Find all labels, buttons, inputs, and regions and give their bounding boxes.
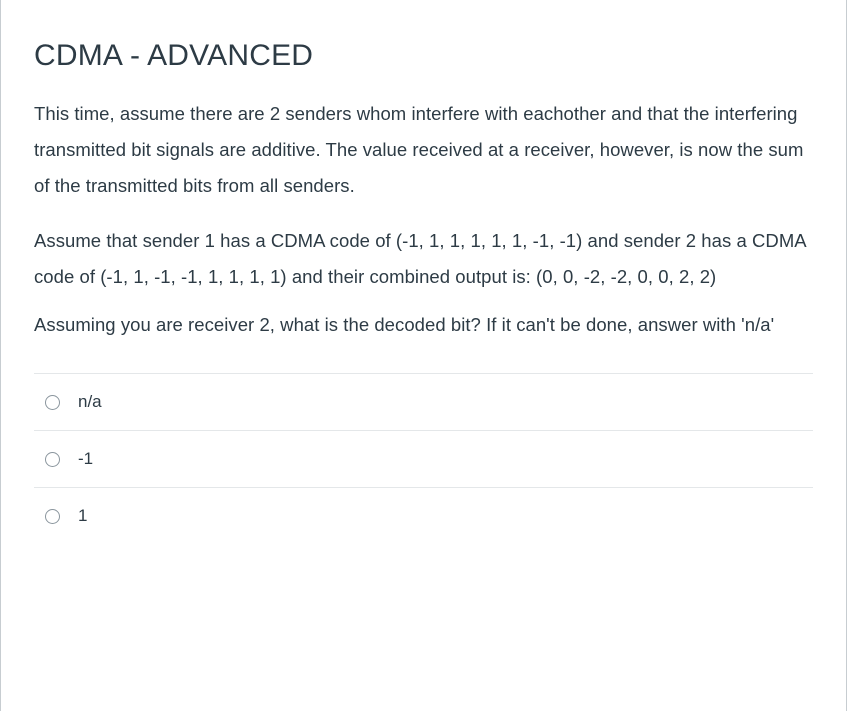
- answer-option-row[interactable]: 1: [34, 487, 813, 544]
- question-text-block: This time, assume there are 2 senders wh…: [34, 76, 813, 343]
- radio-button-icon[interactable]: [45, 394, 60, 410]
- question-paragraph-1: This time, assume there are 2 senders wh…: [34, 103, 804, 196]
- question-paragraph-2: Assume that sender 1 has a CDMA code of …: [34, 230, 806, 287]
- answer-options-list: n/a -1 1: [34, 373, 813, 544]
- answer-option-row[interactable]: n/a: [34, 373, 813, 430]
- answer-option-label: -1: [78, 449, 94, 468]
- answer-option-label: n/a: [78, 392, 102, 411]
- page-title: CDMA - ADVANCED: [34, 39, 314, 72]
- answer-option-label: 1: [78, 506, 88, 525]
- answer-option-row[interactable]: -1: [34, 430, 813, 487]
- radio-button-icon[interactable]: [45, 451, 60, 467]
- radio-button-icon[interactable]: [45, 508, 60, 524]
- question-paragraph-3: Assuming you are receiver 2, what is the…: [34, 314, 775, 335]
- page-content: CDMA - ADVANCED This time, assume there …: [1, 0, 846, 544]
